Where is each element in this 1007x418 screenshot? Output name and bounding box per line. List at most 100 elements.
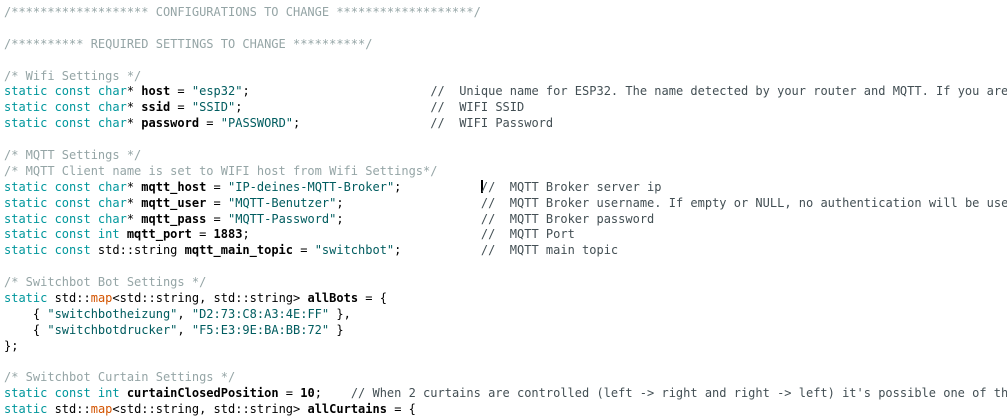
code-token-id: mqtt_main_topic bbox=[184, 243, 293, 258]
code-token-pln: <std::string, std::string> bbox=[112, 402, 308, 417]
code-token-blk: /* Wifi Settings */ bbox=[4, 68, 142, 83]
code-line[interactable]: /******************* CONFIGURATIONS TO C… bbox=[4, 5, 1007, 21]
code-line[interactable] bbox=[4, 132, 1007, 148]
code-token-com: // MQTT main topic bbox=[480, 243, 619, 258]
code-token-str: "IP-deines-MQTT-Broker" bbox=[228, 179, 395, 194]
code-token-pln bbox=[344, 212, 481, 226]
code-token-pln: ; bbox=[235, 100, 243, 115]
code-token-com: // MQTT Broker server ip bbox=[480, 179, 662, 194]
code-line[interactable]: /* MQTT Client name is set to WIFI host … bbox=[4, 164, 1007, 180]
code-token-pln bbox=[300, 116, 430, 130]
code-token-str: "SSID" bbox=[191, 100, 236, 115]
code-token-id: mqtt_port bbox=[126, 227, 192, 242]
code-token-id: allCurtains bbox=[307, 402, 387, 417]
code-token-com: // When 2 curtains are controlled (left … bbox=[350, 386, 1007, 401]
code-line[interactable] bbox=[4, 355, 1007, 371]
code-token-str: "MQTT-Benutzer" bbox=[228, 195, 337, 210]
code-token-pln: }; bbox=[4, 338, 19, 353]
code-line[interactable]: { "switchbotheizung", "D2:73:C8:A3:4E:FF… bbox=[4, 307, 1007, 323]
code-line[interactable]: /********** REQUIRED SETTINGS TO CHANGE … bbox=[4, 37, 1007, 53]
code-token-str: "MQTT-Password" bbox=[228, 211, 337, 226]
text-cursor bbox=[480, 179, 483, 193]
code-line[interactable]: static const char* mqtt_pass = "MQTT-Pas… bbox=[4, 212, 1007, 228]
code-token-id: mqtt_host bbox=[141, 179, 207, 194]
code-line[interactable] bbox=[4, 53, 1007, 69]
code-token-pln: , bbox=[177, 322, 192, 337]
code-token-pln: ; bbox=[336, 211, 344, 226]
code-token-blk: /********** REQUIRED SETTINGS TO CHANGE … bbox=[4, 36, 373, 51]
code-token-blk: /* MQTT Client name is set to WIFI host … bbox=[4, 163, 438, 178]
code-token-pln bbox=[242, 100, 430, 114]
code-token-pln: = bbox=[206, 211, 228, 226]
code-token-kw: static const char bbox=[4, 100, 127, 115]
code-token-pln: ; bbox=[394, 179, 402, 194]
code-line[interactable] bbox=[4, 21, 1007, 37]
code-token-pln: = bbox=[191, 227, 214, 242]
code-token-pln: = bbox=[206, 179, 228, 194]
code-line[interactable]: /* MQTT Settings */ bbox=[4, 148, 1007, 164]
code-token-blk: /* Switchbot Bot Settings */ bbox=[4, 275, 207, 290]
code-token-pln: std:: bbox=[47, 402, 91, 417]
code-token-str: "D2:73:C8:A3:4E:FF" bbox=[191, 306, 330, 321]
code-token-blk: /* Switchbot Curtain Settings */ bbox=[4, 370, 236, 385]
code-token-pln: ; bbox=[242, 227, 250, 242]
code-token-pln: = bbox=[278, 386, 301, 401]
code-token-pln: = bbox=[170, 100, 192, 115]
code-line[interactable]: static const std::string mqtt_main_topic… bbox=[4, 243, 1007, 259]
code-token-pln bbox=[120, 227, 127, 241]
code-token-kw: static const bbox=[4, 243, 91, 258]
code-token-str: "F5:E3:9E:BA:BB:72" bbox=[191, 322, 330, 337]
code-token-pln: std::string bbox=[90, 243, 185, 258]
code-token-pln bbox=[401, 180, 480, 194]
code-line[interactable]: /* Switchbot Curtain Settings */ bbox=[4, 370, 1007, 386]
code-token-id: host bbox=[141, 84, 171, 99]
code-token-str: "switchbot" bbox=[314, 243, 395, 258]
code-token-id: mqtt_pass bbox=[141, 211, 207, 226]
code-token-pln bbox=[401, 243, 480, 257]
code-token-kw: static const char bbox=[4, 116, 127, 131]
code-line[interactable]: static const char* host = "esp32"; // Un… bbox=[4, 84, 1007, 100]
code-line[interactable]: /* Switchbot Bot Settings */ bbox=[4, 275, 1007, 291]
code-line[interactable]: static std::map<std::string, std::string… bbox=[4, 402, 1007, 418]
code-token-kw: static const char bbox=[4, 84, 127, 99]
code-token-id: allBots bbox=[307, 291, 359, 306]
code-line[interactable]: static const int curtainClosedPosition =… bbox=[4, 386, 1007, 402]
code-token-pln: <std::string, std::string> bbox=[112, 291, 308, 306]
code-token-kw: static bbox=[4, 291, 48, 306]
code-token-pln: = { bbox=[386, 402, 416, 417]
code-token-fn: map bbox=[90, 402, 113, 417]
code-token-kw: static const char bbox=[4, 195, 127, 210]
code-line[interactable] bbox=[4, 259, 1007, 275]
code-line[interactable]: { "switchbotdrucker", "F5:E3:9E:BA:BB:72… bbox=[4, 323, 1007, 339]
code-token-pln: }, bbox=[329, 306, 351, 321]
code-token-kw: static const int bbox=[4, 386, 120, 401]
code-token-kw: static bbox=[4, 402, 48, 417]
code-token-fn: map bbox=[90, 291, 113, 306]
code-token-pln: = bbox=[199, 116, 221, 131]
code-token-pln: = bbox=[170, 84, 192, 99]
code-line[interactable]: }; bbox=[4, 339, 1007, 355]
code-token-pln: = bbox=[293, 243, 315, 258]
code-line[interactable]: static const char* mqtt_user = "MQTT-Ben… bbox=[4, 196, 1007, 212]
code-line[interactable]: static const char* mqtt_host = "IP-deine… bbox=[4, 179, 1007, 196]
code-token-pln: { bbox=[4, 306, 48, 321]
code-token-id: curtainClosedPosition bbox=[126, 386, 279, 401]
code-line[interactable]: static const char* ssid = "SSID"; // WIF… bbox=[4, 100, 1007, 116]
code-line[interactable]: static const int mqtt_port = 1883; // MQ… bbox=[4, 227, 1007, 243]
code-token-pln: { bbox=[4, 322, 48, 337]
code-token-num: 1883 bbox=[213, 227, 243, 242]
code-line[interactable]: /* Wifi Settings */ bbox=[4, 69, 1007, 85]
code-token-blk: /* MQTT Settings */ bbox=[4, 148, 142, 163]
code-line[interactable]: static std::map<std::string, std::string… bbox=[4, 291, 1007, 307]
code-token-pln: ; bbox=[293, 116, 301, 131]
code-token-pln: * bbox=[126, 179, 142, 194]
code-token-pln: * bbox=[126, 211, 142, 226]
code-token-str: "switchbotdrucker" bbox=[47, 322, 178, 337]
code-token-kw: static const char bbox=[4, 211, 127, 226]
code-token-kw: static const char bbox=[4, 179, 127, 194]
code-token-pln bbox=[344, 196, 481, 210]
code-token-pln bbox=[250, 227, 481, 241]
code-line[interactable]: static const char* password = "PASSWORD"… bbox=[4, 116, 1007, 132]
